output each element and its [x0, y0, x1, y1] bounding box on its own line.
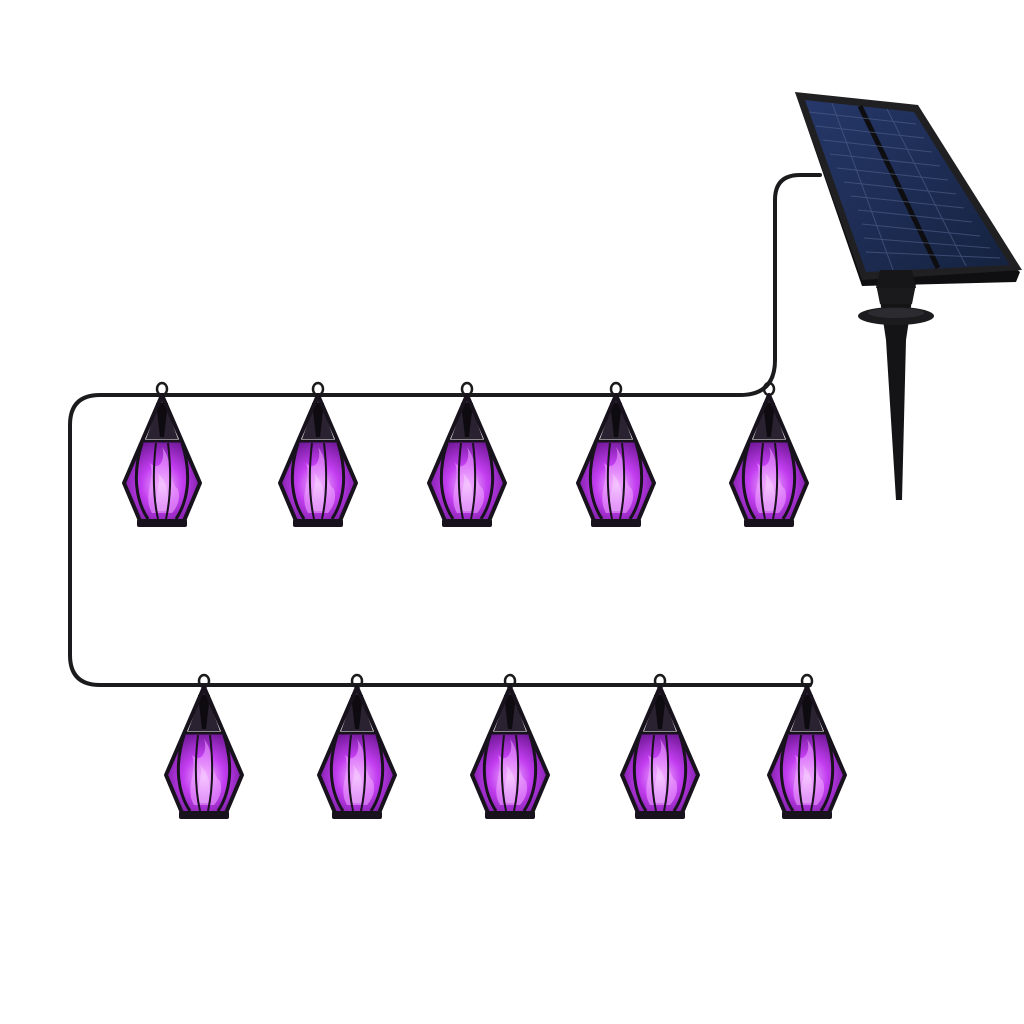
solar-panel-icon [795, 92, 1022, 288]
lantern-light [576, 381, 656, 529]
lantern-light [620, 673, 700, 821]
lantern-row-bottom [164, 673, 847, 821]
ground-stake-icon [858, 284, 934, 500]
lantern-light [427, 381, 507, 529]
lantern-light [470, 673, 550, 821]
lantern-row-top [122, 381, 809, 529]
lantern-light [164, 673, 244, 821]
lantern-light [278, 381, 358, 529]
lantern-light [767, 673, 847, 821]
lantern-light [317, 673, 397, 821]
cable [68, 173, 822, 687]
lantern-light [729, 381, 809, 529]
lantern-light [122, 381, 202, 529]
